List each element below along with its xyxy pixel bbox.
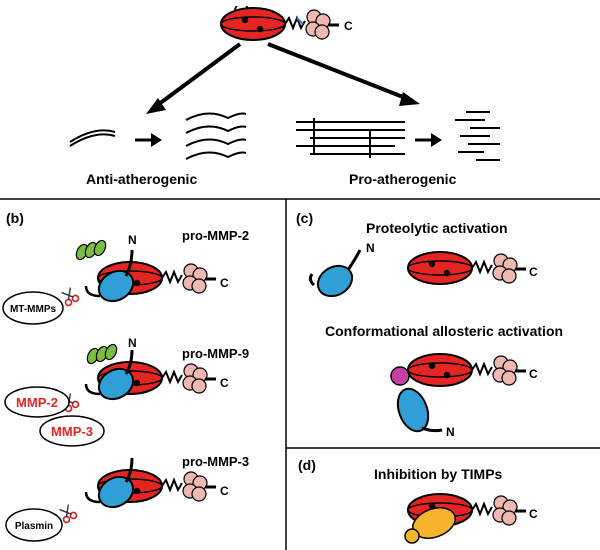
pro-mmp-2-title: pro-MMP-2: [182, 228, 249, 243]
active-mmp-c2: [406, 352, 528, 388]
panel-b: (b) pro-MMP-2 N C MT-MMPs pro-MMP-9: [2, 210, 249, 542]
pro-mmp-3-c-label: C: [220, 484, 229, 498]
scissors-icon: [59, 285, 81, 308]
collagen-network: [296, 118, 405, 158]
pro-mmp-3-title: pro-MMP-3: [182, 454, 249, 469]
c-terminus-label: C: [344, 19, 353, 33]
pro-mmp-2-diagram: pro-MMP-2 N C MT-MMPs: [2, 228, 249, 325]
pro-mmp-3-diagram: pro-MMP-3 C Plasmin: [5, 454, 249, 542]
active-mmp-top: [219, 6, 341, 42]
displaced-prodomain: [396, 387, 443, 433]
allosteric-ligand: [390, 366, 410, 386]
panel-b-label: (b): [6, 210, 24, 226]
pro-mmp-9-title: pro-MMP-9: [182, 346, 249, 361]
arrow-right: [267, 42, 420, 106]
allosteric-n-label: N: [446, 425, 455, 439]
panel-d: (d) Inhibition by TIMPs C: [298, 457, 538, 544]
pro-atherogenic-label: Pro-atherogenic: [349, 171, 457, 187]
svg-text:MMP-3: MMP-3: [51, 424, 93, 439]
inhibition-title: Inhibition by TIMPs: [374, 466, 503, 482]
pro-mmp-2-n-label: N: [128, 233, 137, 247]
svg-text:MMP-2: MMP-2: [16, 395, 58, 410]
cleaved-prodomain: N: [308, 241, 375, 304]
proteolytic-activation-title: Proteolytic activation: [366, 220, 508, 236]
collagen-fragments: [455, 111, 500, 161]
process-arrow-right: [415, 133, 442, 147]
active-mmp-c1: [406, 250, 528, 286]
panel-c: (c) Proteolytic activation N C Conformat…: [296, 210, 563, 439]
panel-a: (a) C: [69, 3, 500, 187]
pro-mmp-9-diagram: pro-MMP-9 N C MMP-2 MMP-3: [4, 336, 249, 447]
anti-atherogenic-label: Anti-atherogenic: [86, 171, 197, 187]
panel-c-label: (c): [296, 210, 313, 226]
svg-text:MT-MMPs: MT-MMPs: [10, 304, 57, 315]
process-arrow-left: [135, 133, 162, 147]
pro-mmp-2-c-label: C: [220, 276, 229, 290]
activator-plasmin: Plasmin: [5, 508, 63, 542]
allosteric-c-label: C: [529, 367, 538, 381]
proteolytic-c-label: C: [529, 265, 538, 279]
svg-text:Plasmin: Plasmin: [15, 521, 53, 532]
proteolytic-n-label: N: [366, 241, 375, 255]
activator-mmp-2: MMP-2: [4, 386, 70, 418]
arrow-left: [146, 42, 242, 114]
activator-mt-mmps: MT-MMPs: [2, 291, 64, 325]
allosteric-activation-title: Conformational allosteric activation: [325, 323, 563, 339]
inhibition-c-label: C: [529, 507, 538, 521]
activator-mmp-3: MMP-3: [39, 415, 105, 447]
panel-d-label: (d): [298, 457, 316, 473]
pro-mmp-9-n-label: N: [128, 336, 137, 350]
anti-atherogenic-fibers: [69, 112, 247, 160]
timp: [404, 507, 456, 544]
pro-mmp-9-c-label: C: [220, 376, 229, 390]
